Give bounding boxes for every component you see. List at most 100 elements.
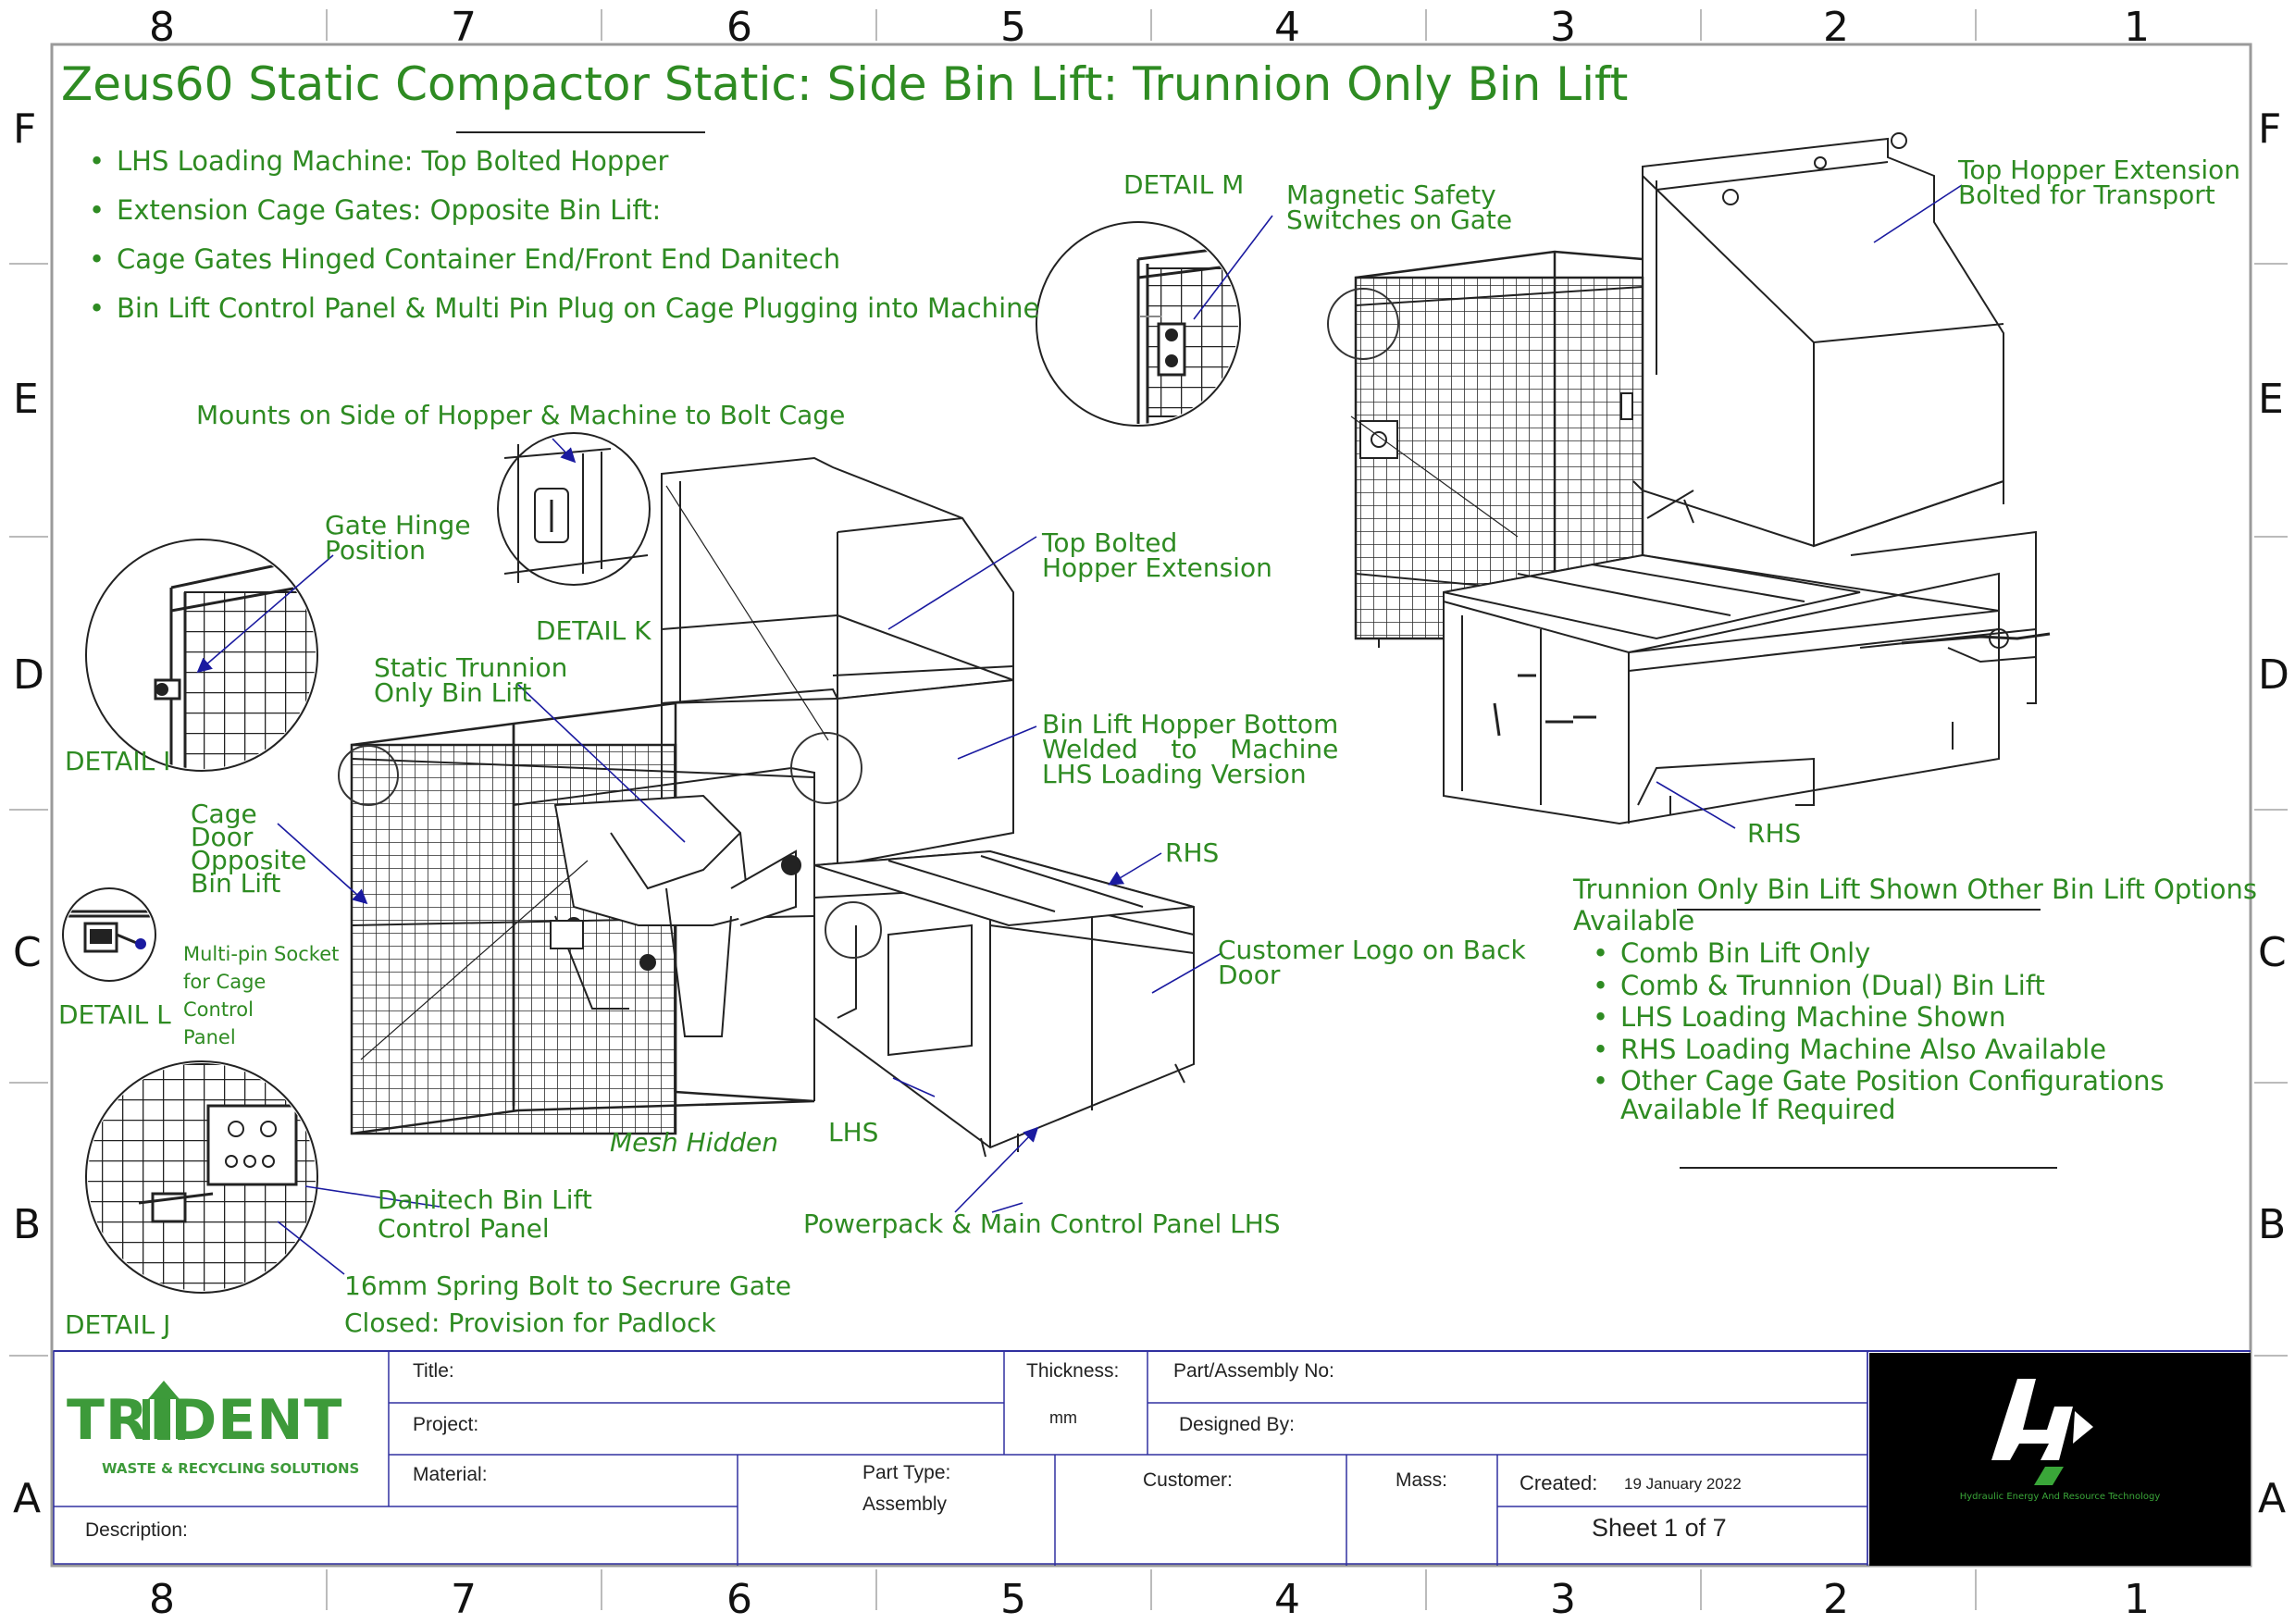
note-item: Extension Cage Gates: Opposite Bin Lift: [89,194,661,226]
spring-bolt-callout: 16mm Spring Bolt to Secrure Gate Closed:… [344,1268,791,1342]
zone-column-label: 2 [1823,4,1849,51]
callout-line: Opposite [191,845,307,875]
detail-l-label: DETAIL L [58,999,171,1030]
detail-j [85,1060,318,1294]
detail-i [85,539,318,772]
created-value: 19 January 2022 [1624,1475,1742,1493]
main-machine-drawing [338,456,1195,1158]
customer-logo-callout: Customer Logo on Back Door [1218,935,1526,990]
zone-row-label: D [13,651,44,699]
zone-row-label: A [2258,1475,2287,1522]
detail-i-label: DETAIL I [65,746,171,776]
zone-column-label: 4 [1274,1576,1300,1623]
zone-column-label: 2 [1823,1576,1849,1623]
callout-line: Panel [183,1026,236,1048]
callout-line: Control Panel [378,1213,550,1244]
option-item: Comb Bin Lift Only [1593,937,1870,969]
callout-line: Position [325,535,427,565]
mass-label: Mass: [1396,1469,1448,1491]
detail-j-label: DETAIL J [65,1309,171,1340]
top-bolted-callout: Top Bolted Hopper Extension [1042,527,1272,583]
zone-row-label: E [2258,376,2284,423]
detail-k-label: DETAIL K [536,615,651,646]
zone-column-label: 1 [2124,1576,2150,1623]
magnetic-callout: Magnetic Safety Switches on Gate [1286,182,1513,235]
callout-line: for Cage [183,971,267,993]
designed-by-label: Designed By: [1179,1414,1295,1435]
callout-line: Welded to Machine [1042,734,1339,764]
zone-column-label: 3 [1550,1576,1576,1623]
zone-row-label: E [13,376,39,423]
heart-logo-bg [1869,1353,2251,1566]
detail-m-label: DETAIL M [1123,169,1245,200]
callout-line: Top Bolted [1042,527,1178,558]
callout-line: Bin Lift Hopper Bottom [1042,709,1339,739]
zone-column-label: 6 [726,4,752,51]
gate-hinge-callout: Gate Hinge Position [325,513,471,565]
lhs-callout: LHS [828,1117,879,1147]
trident-logo-mark [143,1381,185,1440]
callout-line: Door [1218,960,1281,990]
zone-column-label: 5 [1000,1576,1026,1623]
right-machine-drawing [1327,132,2051,825]
zone-column-label: 4 [1274,4,1300,51]
callout-line: Only Bin Lift [374,677,532,708]
zone-row-label: C [13,929,42,976]
zone-row-label: C [2258,929,2287,976]
options-heading-line1: Trunnion Only Bin Lift Shown Other Bin L… [1573,874,2257,905]
thickness-unit: mm [1049,1408,1077,1427]
cage-door-callout: Cage Door Opposite Bin Lift [191,799,307,897]
sheet-number: Sheet 1 of 7 [1592,1514,1727,1542]
detail-m [1036,221,1241,427]
callout-line: Cage [191,799,257,829]
part-type-value: Assembly [862,1494,948,1515]
created-label: Created: [1520,1471,1598,1494]
callout-line: Static Trunnion [374,652,568,683]
multipin-callout: Multi-pin Socket for Cage Control Panel [183,940,339,1051]
thickness-label: Thickness: [1026,1360,1120,1382]
part-no-label: Part/Assembly No: [1173,1360,1334,1382]
mounts-callout: Mounts on Side of Hopper & Machine to Bo… [196,400,846,430]
callout-line: Control [183,998,254,1021]
options-heading: Trunnion Only Bin Lift Shown Other Bin L… [1573,874,2257,936]
zone-column-label: 5 [1000,4,1026,51]
callout-line: Closed: Provision for Padlock [344,1308,716,1338]
project-label: Project: [413,1414,479,1435]
heart-logo-mark [1991,1379,2093,1485]
callout-line: Hopper Extension [1042,552,1272,583]
top-hopper-ext-callout: Top Hopper Extension Bolted for Transpor… [1958,155,2240,210]
zone-row-label: D [2258,651,2289,699]
detail-l [62,887,156,982]
mesh-hidden-label: Mesh Hidden [610,1127,778,1158]
note-item: LHS Loading Machine: Top Bolted Hopper [89,145,668,177]
zone-column-label: 8 [149,1576,175,1623]
option-item: RHS Loading Machine Also Available [1593,1034,2106,1065]
callout-line: Top Hopper Extension [1958,155,2240,185]
company-logo-text: TRIDENT [67,1388,343,1453]
customer-label: Customer: [1143,1469,1233,1491]
zone-column-label: 8 [149,4,175,51]
options-item-continued: Available If Required [1620,1094,1896,1125]
title-block-grid [53,1350,2251,1566]
part-type-label: Part Type: [862,1462,951,1483]
zone-row-label: B [13,1201,42,1248]
rhs-left-callout: RHS [1165,837,1220,868]
zone-column-label: 7 [451,1576,477,1623]
static-trunnion-callout: Static Trunnion Only Bin Lift [374,652,568,708]
options-heading-line2: Available [1573,905,1695,936]
option-item: Comb & Trunnion (Dual) Bin Lift [1593,970,2045,1001]
callout-line: Bolted for Transport [1958,180,2215,210]
title-label: Title: [413,1360,454,1382]
callout-line: LHS Loading Version [1042,759,1307,789]
option-item: Other Cage Gate Position Configurations [1593,1065,2165,1097]
option-item: LHS Loading Machine Shown [1593,1001,2006,1033]
zone-column-label: 3 [1550,4,1576,51]
note-item: Bin Lift Control Panel & Multi Pin Plug … [89,292,1039,324]
danitech-callout: Danitech Bin Lift Control Panel [378,1187,592,1244]
zone-row-label: A [13,1475,42,1522]
callout-line: Switches on Gate [1286,205,1513,235]
callout-line: Customer Logo on Back [1218,935,1526,965]
zone-row-label: F [13,105,37,153]
callout-line: Multi-pin Socket [183,943,340,965]
